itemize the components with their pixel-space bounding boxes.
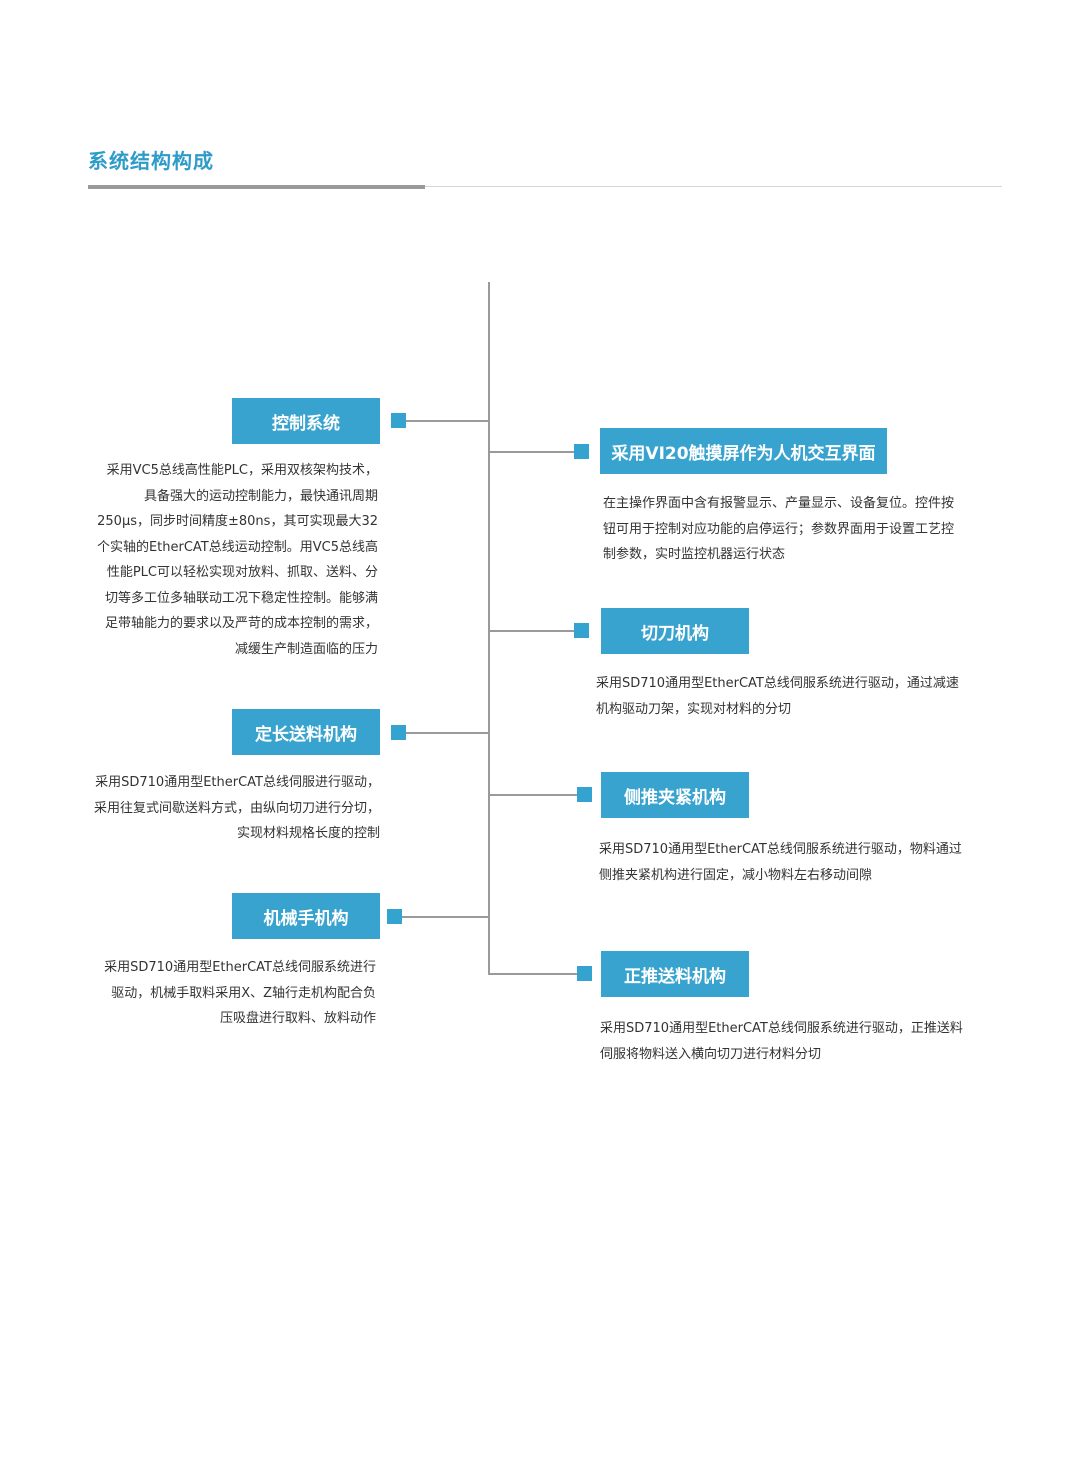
connector-line bbox=[490, 630, 574, 632]
node-square-icon bbox=[574, 444, 589, 459]
label-box: 定长送料机构 bbox=[232, 709, 380, 755]
connector-line bbox=[490, 794, 577, 796]
node-square-icon bbox=[574, 623, 589, 638]
node-square-icon bbox=[391, 413, 406, 428]
connector-line bbox=[406, 420, 489, 422]
description: 采用SD710通用型EtherCAT总线伺服进行驱动， 采用往复式间歇送料方式，… bbox=[93, 775, 380, 841]
label-box: 采用VI20触摸屏作为人机交互界面 bbox=[600, 428, 887, 474]
page-title: 系统结构构成 bbox=[88, 149, 214, 173]
label-box: 机械手机构 bbox=[232, 893, 380, 939]
header-divider bbox=[88, 186, 1002, 187]
description: 采用SD710通用型EtherCAT总线伺服系统进行 驱动，机械手取料采用X、Z… bbox=[104, 960, 376, 1026]
label-box: 控制系统 bbox=[232, 398, 380, 444]
description: 在主操作界面中含有报警显示、产量显示、设备复位。控件按 钮可用于控制对应功能的启… bbox=[603, 496, 955, 562]
node-square-icon bbox=[391, 725, 406, 740]
header-divider-accent bbox=[88, 185, 425, 189]
node-square-icon bbox=[387, 909, 402, 924]
description: 采用SD710通用型EtherCAT总线伺服系统进行驱动，正推送料 伺服将物料送… bbox=[600, 1021, 963, 1062]
connector-line bbox=[402, 916, 489, 918]
label-box: 切刀机构 bbox=[601, 608, 749, 654]
node-square-icon bbox=[577, 966, 592, 981]
node-square-icon bbox=[577, 787, 592, 802]
label-box: 正推送料机构 bbox=[601, 951, 749, 997]
connector-line bbox=[490, 451, 574, 453]
connector-line bbox=[406, 732, 489, 734]
description: 采用SD710通用型EtherCAT总线伺服系统进行驱动，通过减速 机构驱动刀架… bbox=[596, 676, 959, 717]
connector-line bbox=[490, 973, 577, 975]
diagram-trunk-line bbox=[488, 282, 490, 975]
label-box: 侧推夹紧机构 bbox=[601, 772, 749, 818]
description: 采用SD710通用型EtherCAT总线伺服系统进行驱动，物料通过 侧推夹紧机构… bbox=[599, 842, 962, 883]
description: 采用VC5总线高性能PLC，采用双核架构技术， 具备强大的运动控制能力，最快通讯… bbox=[96, 463, 378, 657]
